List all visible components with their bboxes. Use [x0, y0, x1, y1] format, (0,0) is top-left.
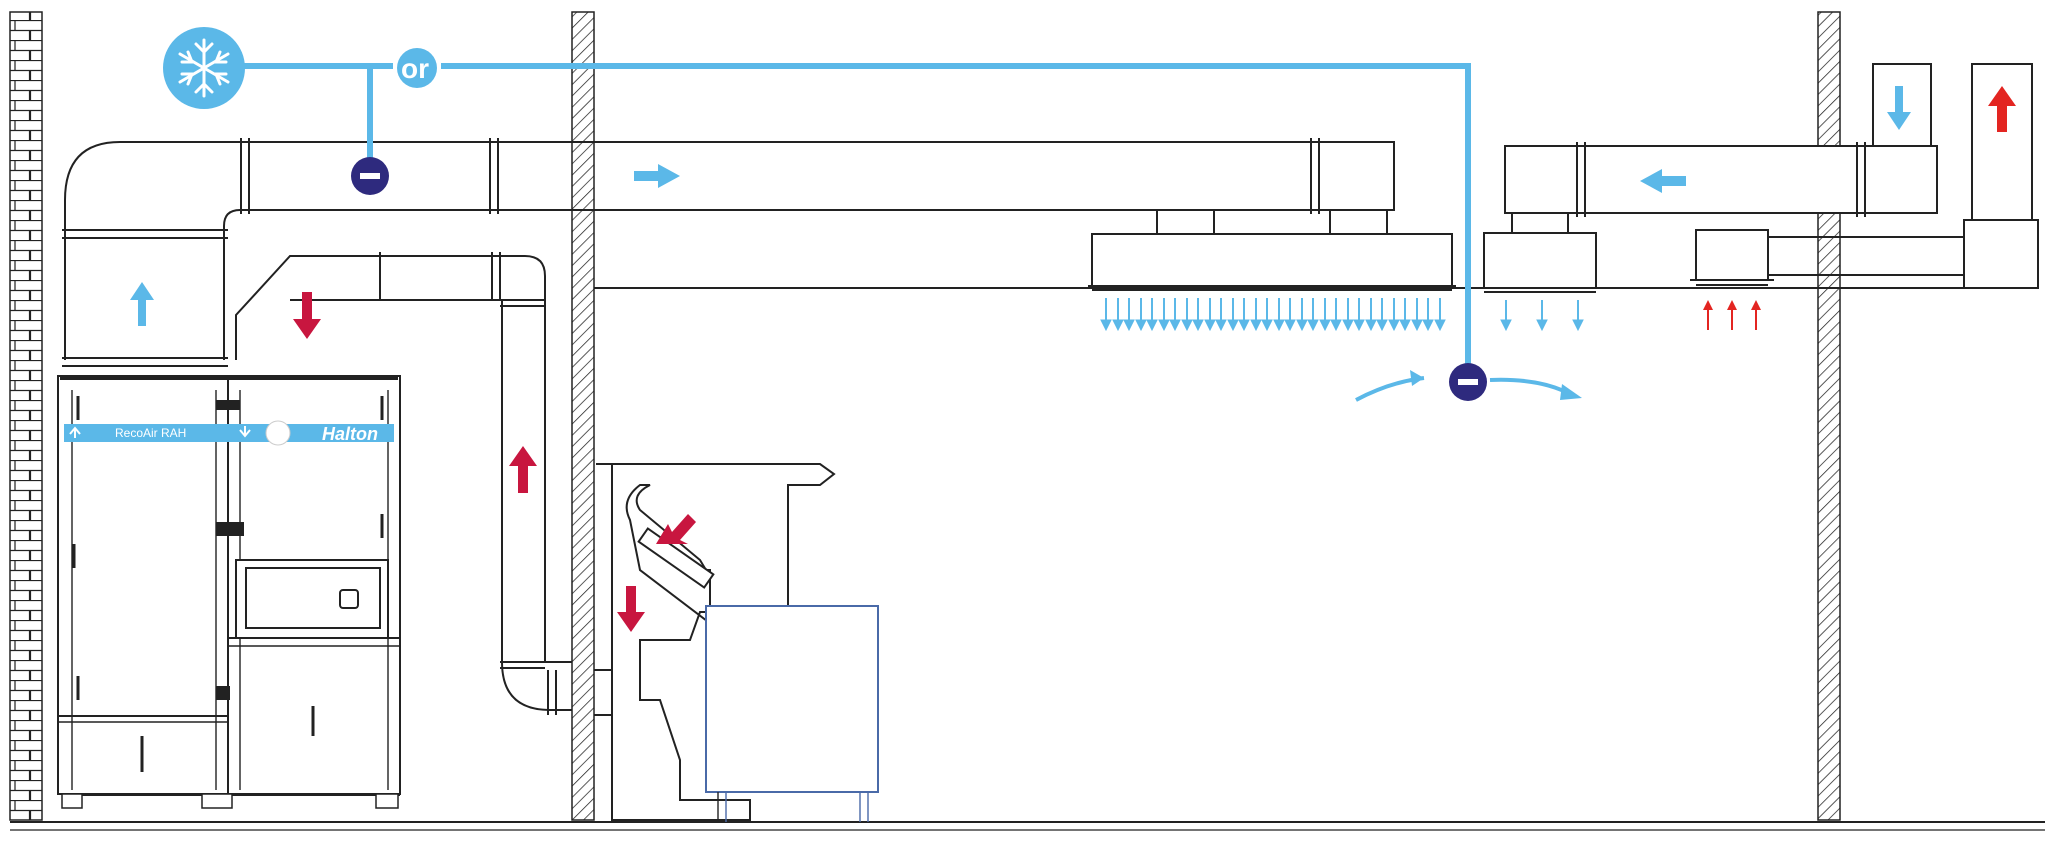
flow-arrow-head	[1500, 319, 1512, 332]
or-label: or	[401, 53, 429, 84]
red-arrow-icon	[293, 292, 696, 632]
flow-arrow-head	[1572, 319, 1584, 332]
flow-arrow-head	[1227, 319, 1239, 332]
unit-name-label: RecoAir RAH	[115, 426, 186, 440]
room-air-flow-right	[1489, 377, 1571, 396]
return-neck	[1511, 212, 1569, 234]
flow-arrow-head	[1307, 319, 1319, 332]
return-air-arrows	[1703, 300, 1761, 330]
brick-wall	[9, 11, 43, 821]
or-badge	[397, 48, 437, 88]
supply-diffuser	[1091, 233, 1453, 289]
flow-arrow-head	[1376, 319, 1388, 332]
brand-label: Halton	[322, 424, 378, 444]
exhaust-duct	[1768, 236, 1964, 276]
supply-air-arrows	[1100, 298, 1584, 332]
brand-logo-icon	[265, 420, 291, 446]
flow-arrow-head	[1238, 319, 1250, 332]
flow-arrow-head	[1536, 319, 1548, 332]
flow-arrow-head	[1422, 319, 1434, 332]
flow-arrow-head	[1135, 319, 1147, 332]
flow-arrow-head	[1751, 300, 1761, 310]
flow-arrow-head	[1319, 319, 1331, 332]
flow-arrow-head	[1434, 319, 1446, 332]
recoair-unit	[57, 375, 401, 809]
red-arrow-icon	[1988, 86, 2016, 132]
flow-arrow-head	[1169, 319, 1181, 332]
flow-arrow-head	[1353, 319, 1365, 332]
flow-arrow-head	[1296, 319, 1308, 332]
return-diffuser	[1483, 232, 1597, 289]
flow-arrow-head	[1100, 319, 1112, 332]
flow-arrow-head	[1123, 319, 1135, 332]
flow-arrow-head	[1181, 319, 1193, 332]
flow-arrow-head	[1703, 300, 1713, 310]
flow-arrow-head	[1192, 319, 1204, 332]
partition-wall-right	[1817, 11, 1841, 821]
flow-arrow-head	[1330, 319, 1342, 332]
flow-arrow-head	[1399, 319, 1411, 332]
unit-label-strip	[64, 424, 394, 442]
snowflake-icon	[178, 38, 230, 98]
return-duct	[1504, 145, 1938, 214]
supply-plenum-neck-1	[1156, 209, 1215, 236]
exhaust-grille	[1695, 229, 1769, 281]
damper-icon	[351, 157, 389, 195]
flow-arrow-head	[1388, 319, 1400, 332]
exhaust-fan-box	[1963, 219, 2039, 289]
flow-arrow-head	[1261, 319, 1273, 332]
flow-arrow-head	[1146, 319, 1158, 332]
extract-duct	[235, 255, 572, 711]
supply-plenum-neck-2	[1329, 209, 1388, 236]
flow-arrow-head	[1215, 319, 1227, 332]
flow-arrow-head	[1204, 319, 1216, 332]
flow-arrow-head	[1112, 319, 1124, 332]
flow-arrow-head	[1284, 319, 1296, 332]
flow-arrow-head	[1411, 319, 1423, 332]
flow-arrow-head	[1342, 319, 1354, 332]
flow-arrow-head	[1727, 300, 1737, 310]
flow-arrow-head	[1158, 319, 1170, 332]
flow-arrow-head	[1273, 319, 1285, 332]
blue-arrow-icon	[130, 86, 1911, 326]
supply-duct	[64, 141, 1395, 360]
flow-arrow-head	[1250, 319, 1262, 332]
partition-wall-left	[571, 11, 595, 821]
flow-arrow-head	[1365, 319, 1377, 332]
damper-icon	[1449, 363, 1487, 401]
cooking-appliance	[705, 605, 879, 793]
